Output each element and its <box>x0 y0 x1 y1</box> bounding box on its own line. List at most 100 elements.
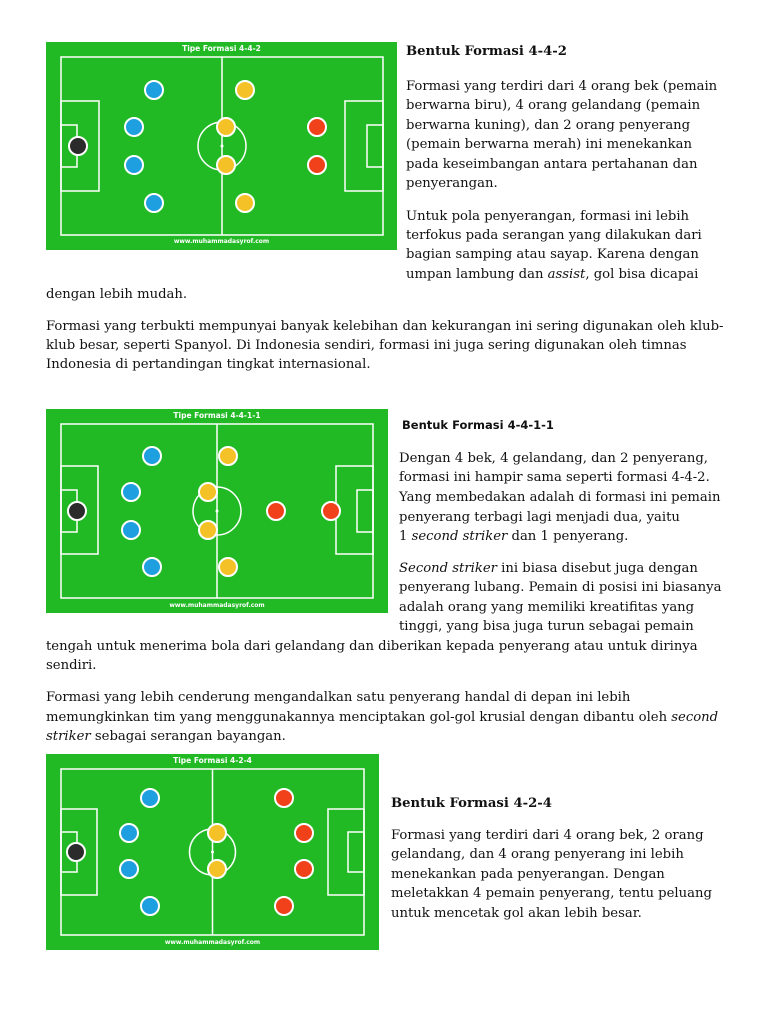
player-defender <box>121 482 141 502</box>
player-defender <box>144 193 164 213</box>
text-line: penyerang terbagi lagi menjadi dua, yait… <box>399 510 680 525</box>
player-striker <box>321 501 341 521</box>
diagram-footer: www.muhammadasyrof.com <box>164 939 261 946</box>
text-line: pada keseimbangan antara pertahanan dan <box>406 157 698 172</box>
text-line: umpan lambung dan assist, gol bisa dicap… <box>406 265 698 285</box>
player-midfielder <box>216 155 236 175</box>
player-goalkeeper <box>68 136 88 156</box>
player-midfielder <box>198 482 218 502</box>
text-line: Yang membedakan adalah di formasi ini pe… <box>399 490 721 505</box>
text-span: 1 <box>399 529 412 544</box>
text-line: Second striker ini biasa disebut juga de… <box>399 559 698 579</box>
diagram-title: Tipe Formasi 4-4-1-1 <box>173 411 261 420</box>
diagram-footer: www.muhammadasyrof.com <box>169 602 265 609</box>
text-line: gelandang, dan 4 orang penyerang ini leb… <box>391 847 684 862</box>
text-line: tengah untuk menerima bola dari gelandan… <box>46 639 698 654</box>
text-line: berwarna biru), 4 orang gelandang (pemai… <box>406 98 701 113</box>
player-defender <box>119 823 139 843</box>
player-defender <box>124 117 144 137</box>
text-line: terfokus pada serangan yang dilakukan da… <box>406 228 702 243</box>
text-span: dan 1 penyerang. <box>507 529 629 544</box>
pitch-field <box>60 56 384 236</box>
text-line: 1 second striker dan 1 penyerang. <box>399 527 628 547</box>
player-midfielder <box>198 520 218 540</box>
player-defender <box>142 557 162 577</box>
heading-formasi-4-2-4: Bentuk Formasi 4-2-4 <box>391 796 552 811</box>
text-line: tinggi, yang bisa juga turun sebagai pem… <box>399 619 694 634</box>
right-penalty-box <box>327 808 365 896</box>
text-line: Formasi yang terbukti mempunyai banyak k… <box>46 319 724 334</box>
text-line: adalah orang yang memiliki kreatifitas y… <box>399 600 695 615</box>
text-line: dengan lebih mudah. <box>46 287 188 302</box>
right-goal-box <box>347 831 365 873</box>
player-striker <box>274 788 294 808</box>
text-line: sendiri. <box>46 658 97 673</box>
center-spot <box>220 144 224 148</box>
player-defender <box>121 520 141 540</box>
player-defender <box>140 788 160 808</box>
player-goalkeeper <box>67 501 87 521</box>
diagram-footer: www.muhammadasyrof.com <box>173 238 270 245</box>
text-line: Formasi yang terdiri dari 4 orang bek, 2… <box>391 828 704 843</box>
text-line: untuk mencetak gol akan lebih besar. <box>391 906 642 921</box>
formation-diagram-4-4-1-1: Tipe Formasi 4-4-1-1 www.muhammadasyrof.… <box>46 409 388 613</box>
player-striker <box>307 117 327 137</box>
formation-diagram-4-2-4: Tipe Formasi 4-2-4 www.muhammadasyrof.co… <box>46 754 379 950</box>
text-line: striker sebagai serangan bayangan. <box>46 727 286 747</box>
player-second-striker <box>266 501 286 521</box>
text-line: Formasi yang lebih cenderung mengandalka… <box>46 690 631 705</box>
pitch-field <box>60 768 365 936</box>
text-line: berwarna kuning), dan 2 orang penyerang <box>406 118 691 133</box>
player-defender <box>119 859 139 879</box>
center-circle <box>192 486 242 536</box>
text-line: memungkinkan tim yang menggunakannya men… <box>46 708 718 728</box>
text-span: umpan lambung dan <box>406 267 548 282</box>
text-line: (pemain berwarna merah) ini menekankan <box>406 137 692 152</box>
player-defender <box>124 155 144 175</box>
pitch-field <box>60 423 374 599</box>
text-line: menekankan pada penyerangan. Dengan <box>391 867 665 882</box>
text-line: Indonesia di pertandingan tingkat intern… <box>46 357 371 372</box>
player-midfielder <box>218 557 238 577</box>
text-italic: second <box>671 710 719 725</box>
diagram-title: Tipe Formasi 4-4-2 <box>182 44 261 53</box>
player-striker <box>307 155 327 175</box>
player-striker <box>274 896 294 916</box>
text-line: bagian samping atau sayap. Karena dengan <box>406 247 699 262</box>
right-goal-box <box>366 124 384 168</box>
text-italic: striker <box>46 729 91 744</box>
right-penalty-box <box>335 465 374 555</box>
player-striker <box>294 859 314 879</box>
diagram-title: Tipe Formasi 4-2-4 <box>173 756 252 765</box>
text-line: penyerang lubang. Pemain di posisi ini b… <box>399 580 722 595</box>
player-midfielder <box>207 823 227 843</box>
text-line: Dengan 4 bek, 4 gelandang, dan 2 penyera… <box>399 451 708 466</box>
player-defender <box>142 446 162 466</box>
text-span: , gol bisa dicapai <box>585 267 699 282</box>
player-defender <box>140 896 160 916</box>
player-goalkeeper <box>66 842 86 862</box>
center-spot <box>211 850 214 854</box>
player-midfielder <box>207 859 227 879</box>
player-midfielder <box>218 446 238 466</box>
text-line: Untuk pola penyerangan, formasi ini lebi… <box>406 209 690 224</box>
text-span: sebagai serangan bayangan. <box>90 729 286 744</box>
text-span: ini biasa disebut juga dengan <box>496 561 698 576</box>
player-midfielder <box>235 80 255 100</box>
text-line: formasi ini hampir sama seperti formasi … <box>399 470 710 485</box>
player-striker <box>294 823 314 843</box>
pitch-markings <box>60 423 374 599</box>
text-line: Formasi yang terdiri dari 4 orang bek (p… <box>406 79 718 94</box>
player-midfielder <box>216 117 236 137</box>
player-midfielder <box>235 193 255 213</box>
heading-formasi-4-4-2: Bentuk Formasi 4-4-2 <box>406 44 567 59</box>
text-line: meletakkan 4 pemain penyerang, tentu pel… <box>391 886 712 901</box>
text-line: klub besar, seperti Spanyol. Di Indonesi… <box>46 338 687 353</box>
text-span: memungkinkan tim yang menggunakannya men… <box>46 710 672 725</box>
heading-formasi-4-4-1-1: Bentuk Formasi 4-4-1-1 <box>402 418 554 432</box>
text-line: penyerangan. <box>406 176 498 191</box>
right-penalty-box <box>344 100 384 192</box>
text-italic: assist <box>547 267 586 282</box>
text-italic: second striker <box>411 529 508 544</box>
center-spot <box>215 509 219 513</box>
